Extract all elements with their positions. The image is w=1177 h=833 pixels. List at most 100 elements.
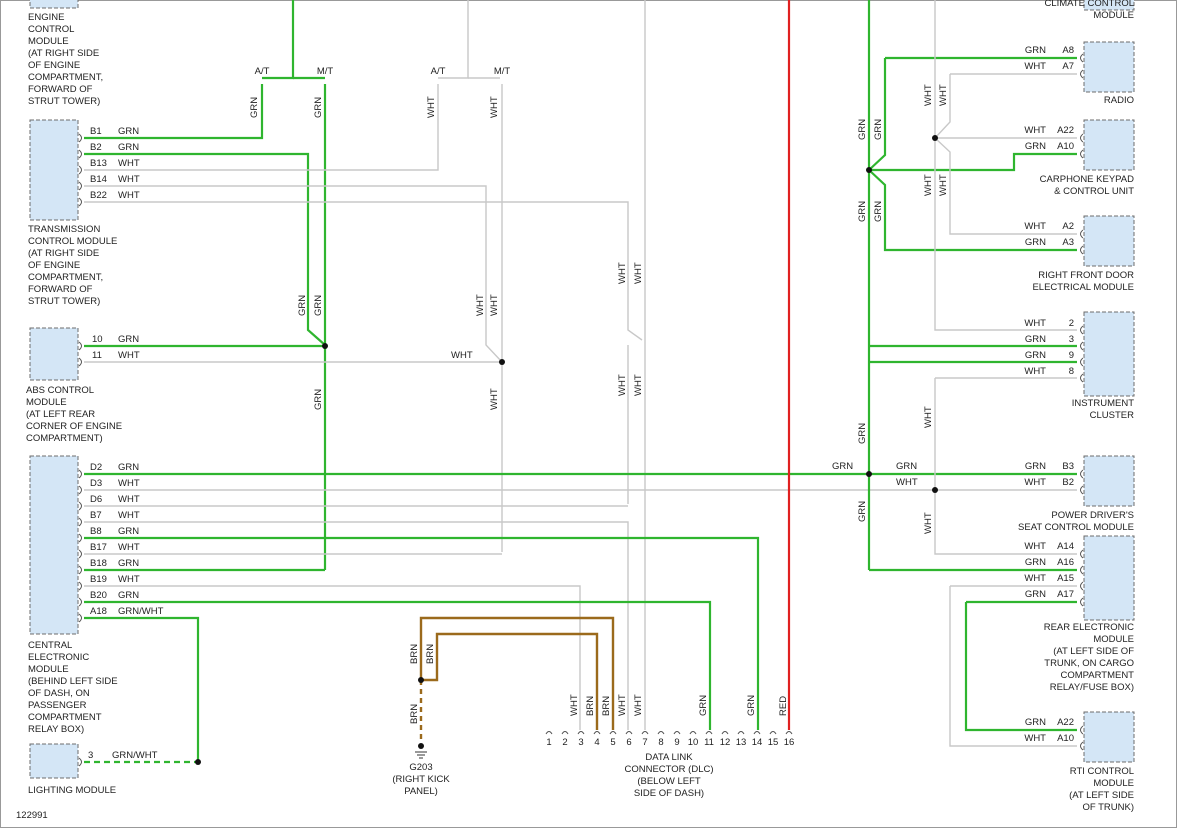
diagram-id: 122991 [16,810,48,821]
svg-text:CARPHONE KEYPAD: CARPHONE KEYPAD [1040,174,1134,185]
svg-text:GRN: GRN [1025,237,1046,248]
dlc-pin-number: 9 [674,737,679,748]
svg-text:COMPARTMENT,: COMPARTMENT, [28,72,103,83]
svg-text:B1: B1 [90,126,102,137]
carphone-box [1083,119,1135,171]
svg-text:FORWARD OF: FORWARD OF [28,84,93,95]
svg-text:WHT: WHT [569,694,580,716]
svg-text:RELAY/FUSE BOX): RELAY/FUSE BOX) [1050,682,1134,693]
svg-text:WHT: WHT [451,350,473,361]
dlc-pin-number: 2 [562,737,567,748]
svg-text:GRN: GRN [1025,461,1046,472]
svg-text:COMPARTMENT): COMPARTMENT) [26,433,103,444]
svg-text:WHT: WHT [118,574,140,585]
svg-text:A/T: A/T [431,66,446,77]
svg-text:CLUSTER: CLUSTER [1090,410,1134,421]
dlc-pin-number: 1 [546,737,551,748]
svg-text:ABS CONTROL: ABS CONTROL [26,385,94,396]
svg-text:WHT: WHT [1024,366,1046,377]
svg-text:(AT LEFT SIDE OF: (AT LEFT SIDE OF [1053,646,1134,657]
connector-pin [1080,469,1084,479]
svg-text:D2: D2 [90,462,102,473]
svg-text:PASSENGER: PASSENGER [28,700,87,711]
svg-text:3: 3 [88,750,93,761]
svg-text:GRN: GRN [1025,350,1046,361]
svg-text:OF ENGINE: OF ENGINE [28,60,80,71]
svg-text:SEAT CONTROL MODULE: SEAT CONTROL MODULE [1018,522,1134,533]
dlc-pin-socket [721,731,729,735]
svg-text:WHT: WHT [633,694,644,716]
svg-text:B13: B13 [90,158,107,169]
connector-pin [1080,53,1084,63]
carphone-label: CARPHONE KEYPAD & CONTROL UNIT [1040,174,1135,197]
svg-text:WHT: WHT [617,262,628,284]
svg-text:(AT LEFT REAR: (AT LEFT REAR [26,409,95,420]
svg-text:WHT: WHT [118,478,140,489]
dlc-pin-socket [577,731,585,735]
trans-labels: A/T M/T A/T M/T [255,66,511,77]
svg-text:GRN: GRN [873,119,884,140]
svg-text:10: 10 [92,334,103,345]
g203-label: G203 (RIGHT KICK PANEL) [392,762,450,797]
svg-text:GRN: GRN [297,295,308,316]
svg-text:8: 8 [1069,366,1074,377]
svg-text:& CONTROL UNIT: & CONTROL UNIT [1054,186,1134,197]
svg-text:WHT: WHT [1024,221,1046,232]
dlc-pin-socket [737,731,745,735]
cem-label: CENTRAL ELECTRONIC MODULE (BEHIND LEFT S… [28,640,118,735]
svg-text:WHT: WHT [1024,573,1046,584]
svg-text:GRN: GRN [118,558,139,569]
svg-text:GRN: GRN [832,461,853,472]
connector-pin [78,197,82,207]
dlc-pin-socket [769,731,777,735]
dlc-pin-socket [625,731,633,735]
svg-text:WHT: WHT [617,374,628,396]
svg-text:CLIMATE CONTROL: CLIMATE CONTROL [1044,0,1134,9]
svg-text:WHT: WHT [1024,125,1046,136]
svg-text:FORWARD OF: FORWARD OF [28,284,93,295]
svg-text:GRN: GRN [118,590,139,601]
connector-pin [78,757,82,767]
svg-text:GRN: GRN [313,389,324,410]
svg-text:GRN: GRN [746,695,757,716]
svg-text:RIGHT FRONT DOOR: RIGHT FRONT DOOR [1038,270,1134,281]
svg-text:GRN: GRN [1025,45,1046,56]
dlc-pin-socket [753,731,761,735]
connector-pin [1080,69,1084,79]
connector-pin [78,613,82,623]
ecm-box [29,0,79,9]
svg-text:MODULE: MODULE [1093,10,1134,21]
svg-text:WHT: WHT [118,190,140,201]
svg-text:PANEL): PANEL) [404,786,438,797]
dlc-pin-number: 7 [642,737,647,748]
svg-text:CONNECTOR (DLC): CONNECTOR (DLC) [624,764,713,775]
svg-text:B20: B20 [90,590,107,601]
svg-text:WHT: WHT [617,694,628,716]
svg-text:A10: A10 [1057,733,1074,744]
svg-text:OF ENGINE: OF ENGINE [28,260,80,271]
dlc-pin-number: 12 [720,737,731,748]
svg-text:GRN: GRN [1025,589,1046,600]
connector-pin [78,549,82,559]
rti-label: RTI CONTROL MODULE (AT LEFT SIDE OF TRUN… [1069,766,1134,813]
svg-text:TRANSMISSION: TRANSMISSION [28,224,100,235]
rem-box [1083,535,1135,621]
svg-text:B7: B7 [90,510,102,521]
dlc-pin-socket [785,731,793,735]
dlc-pin-number: 5 [610,737,615,748]
svg-text:WHT: WHT [118,158,140,169]
svg-text:MODULE: MODULE [26,397,67,408]
splice-dot [932,487,938,493]
svg-text:A16: A16 [1057,557,1074,568]
svg-text:TRUNK, ON CARGO: TRUNK, ON CARGO [1044,658,1134,669]
connector-pin [1080,741,1084,751]
svg-text:WHT: WHT [118,350,140,361]
svg-text:A17: A17 [1057,589,1074,600]
dlc-pin-socket [673,731,681,735]
